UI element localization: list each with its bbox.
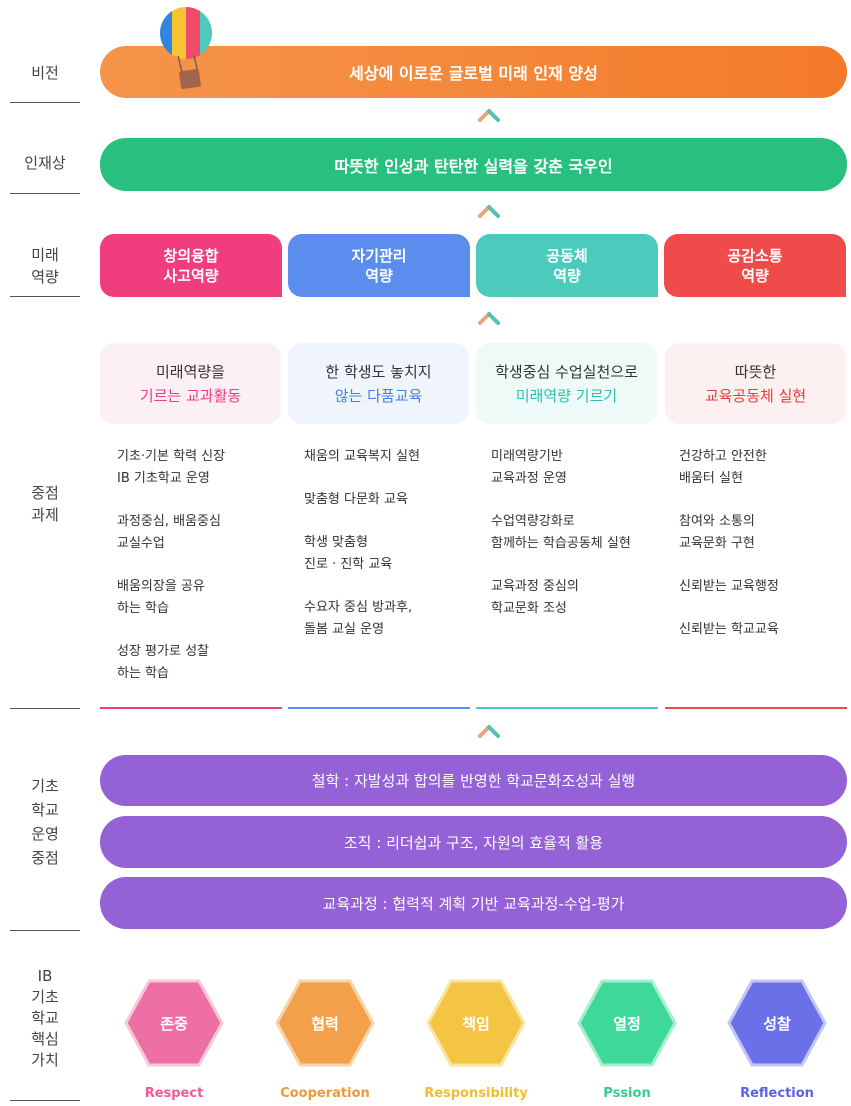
- task-item: 신뢰받는 학교교육: [679, 622, 779, 637]
- task-card: 따뜻한 교육공동체 실현: [665, 343, 846, 424]
- card-line: 따뜻한: [734, 362, 777, 381]
- value-label: 열정: [613, 1014, 641, 1033]
- column-underline: [665, 707, 847, 709]
- value-english: Respect: [144, 1086, 204, 1101]
- task-item: 배움의장을 공유 하는 학습: [117, 579, 205, 616]
- card-accent-line: 않는 다품교육: [334, 386, 423, 405]
- chevron-up-icon: [478, 109, 500, 122]
- talent-text: 따뜻한 인성과 탄탄한 실력을 갖춘 국우인: [334, 156, 613, 176]
- task-item: 미래역량기반 교육과정 운영: [491, 449, 567, 486]
- chevron-up-icon: [478, 312, 500, 325]
- task-item: 수요자 중심 방과후, 돌봄 교실 운영: [304, 600, 413, 637]
- divider: [10, 102, 80, 103]
- competency-self-management: 자기관리 역량: [288, 234, 470, 297]
- task-list: 미래역량기반 교육과정 운영 수업역량강화로 함께하는 학습공동체 실현 교육과…: [491, 446, 631, 641]
- competency-line: 역량: [553, 266, 581, 285]
- task-item: 학생 맞춤형 진로 · 진학 교육: [304, 535, 393, 572]
- task-item: 신뢰받는 교육행정: [679, 579, 779, 594]
- hot-air-balloon-icon: [160, 7, 212, 90]
- divider: [10, 193, 80, 194]
- divider: [10, 708, 80, 709]
- card-accent-line: 기르는 교과활동: [139, 386, 242, 405]
- task-list: 기초·기본 학력 신장 IB 기초학교 운영 과정중심, 배움중심 교실수업 배…: [117, 446, 225, 706]
- competency-line: 사고역량: [163, 266, 219, 285]
- chevron-up-icon: [478, 725, 500, 738]
- basis-text: 교육과정 : 협력적 계획 기반 교육과정-수업-평가: [322, 894, 625, 913]
- competency-line: 공감소통: [727, 246, 783, 265]
- competency-line: 역량: [741, 266, 769, 285]
- card-line: 학생중심 수업실천으로: [495, 362, 638, 381]
- task-item: 건강하고 안전한 배움터 실현: [679, 449, 767, 486]
- card-accent-line: 교육공동체 실현: [704, 386, 807, 405]
- competency-creative: 창의융합 사고역량: [100, 234, 282, 297]
- divider: [10, 930, 80, 931]
- value-label: 성찰: [763, 1014, 791, 1033]
- task-list: 채움의 교육복지 실현 맞춤형 다문화 교육 학생 맞춤형 진로 · 진학 교육…: [304, 446, 420, 662]
- value-label: 협력: [311, 1014, 339, 1033]
- label-future-competency: 미래 역량: [31, 246, 59, 286]
- basis-text: 조직 : 리더쉽과 구조, 자원의 효율적 활용: [343, 833, 604, 852]
- vision-bar: 세상에 이로운 글로벌 미래 인재 양성: [100, 46, 847, 98]
- task-item: 성장 평가로 성찰 하는 학습: [117, 644, 209, 681]
- value-english: Pssion: [603, 1086, 651, 1101]
- basis-bar: 교육과정 : 협력적 계획 기반 교육과정-수업-평가: [100, 877, 847, 929]
- label-key-tasks: 중점 과제: [31, 484, 59, 524]
- competency-line: 창의융합: [163, 246, 219, 265]
- value-hexagon-passion: 열정: [577, 978, 677, 1068]
- column-underline: [476, 707, 658, 709]
- task-item: 과정중심, 배움중심 교실수업: [117, 514, 221, 551]
- value-hexagon-respect: 존중: [124, 978, 224, 1068]
- value-hexagon-cooperation: 협력: [275, 978, 375, 1068]
- divider: [10, 296, 80, 297]
- column-underline: [100, 707, 282, 709]
- task-card: 학생중심 수업실천으로 미래역량 기르기: [476, 343, 657, 424]
- value-english: Responsibility: [424, 1086, 528, 1101]
- task-item: 교육과정 중심의 학교문화 조성: [491, 579, 579, 616]
- competency-line: 자기관리: [351, 246, 407, 265]
- basis-text: 철학 : 자발성과 합의를 반영한 학교문화조성과 실행: [311, 772, 636, 790]
- chevron-up-icon: [478, 205, 500, 218]
- value-english: Cooperation: [280, 1086, 370, 1101]
- label-ib-values: IB 기초 학교 핵심 가치: [31, 967, 59, 1069]
- basis-bar: 조직 : 리더쉽과 구조, 자원의 효율적 활용: [100, 816, 847, 868]
- value-label: 존중: [160, 1014, 188, 1033]
- competency-empathy: 공감소통 역량: [664, 234, 846, 297]
- task-item: 수업역량강화로 함께하는 학습공동체 실현: [491, 514, 631, 551]
- card-line: 미래역량을: [155, 362, 225, 381]
- task-card: 미래역량을 기르는 교과활동: [100, 343, 281, 424]
- value-label: 책임: [462, 1014, 490, 1033]
- talent-bar: 따뜻한 인성과 탄탄한 실력을 갖춘 국우인: [100, 138, 847, 191]
- task-item: 맞춤형 다문화 교육: [304, 492, 408, 507]
- value-hexagon-reflection: 성찰: [727, 978, 827, 1068]
- competency-line: 역량: [365, 266, 393, 285]
- task-item: 채움의 교육복지 실현: [304, 449, 420, 464]
- label-talent: 인재상: [24, 154, 66, 172]
- task-item: 기초·기본 학력 신장 IB 기초학교 운영: [117, 449, 226, 486]
- task-item: 참여와 소통의 교육문화 구현: [679, 514, 755, 551]
- label-basis: 기초 학교 운영 중점: [31, 777, 59, 867]
- value-hexagon-responsibility: 책임: [426, 978, 526, 1068]
- competency-community: 공동체 역량: [476, 234, 658, 297]
- label-vision: 비전: [31, 64, 59, 82]
- competency-line: 공동체: [546, 246, 588, 265]
- column-underline: [288, 707, 470, 709]
- task-list: 건강하고 안전한 배움터 실현 참여와 소통의 교육문화 구현 신뢰받는 교육행…: [679, 446, 779, 662]
- basis-bar: 철학 : 자발성과 합의를 반영한 학교문화조성과 실행: [100, 755, 847, 806]
- value-english: Reflection: [740, 1086, 814, 1101]
- card-accent-line: 미래역량 기르기: [515, 386, 618, 405]
- card-line: 한 학생도 놓치지: [325, 362, 432, 381]
- vision-text: 세상에 이로운 글로벌 미래 인재 양성: [349, 64, 598, 83]
- divider: [10, 1100, 80, 1101]
- task-card: 한 학생도 놓치지 않는 다품교육: [288, 343, 469, 424]
